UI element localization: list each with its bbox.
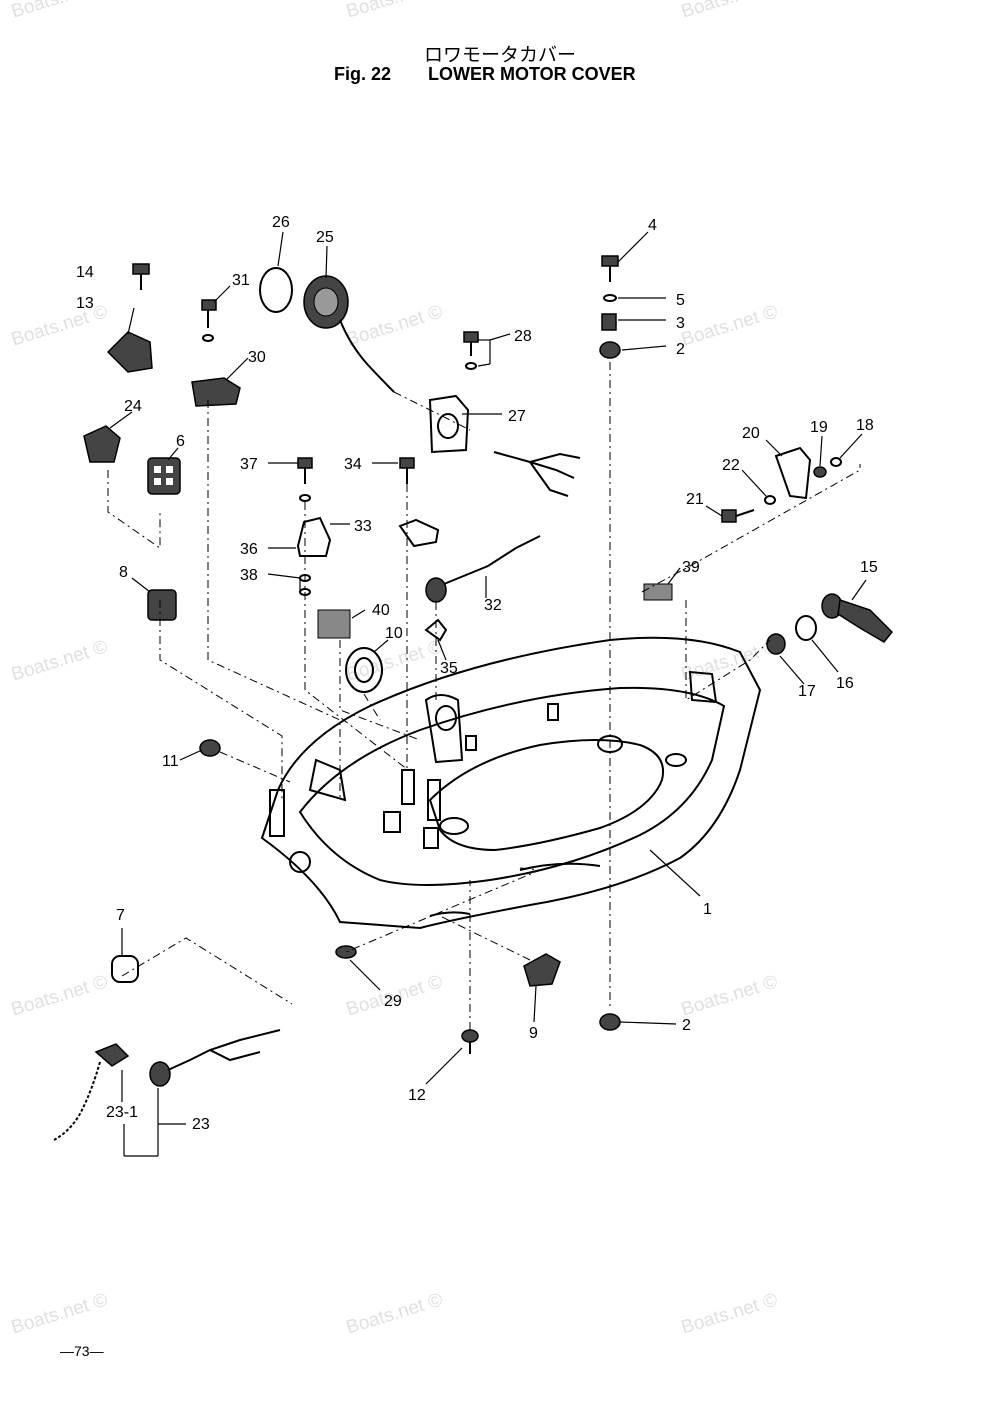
callout-31: 31	[232, 272, 250, 289]
part-25-grommet-illustration	[303, 275, 395, 393]
callout-14: 14	[76, 264, 94, 281]
callout-2-lower: 2	[682, 1017, 691, 1034]
callout-11: 11	[162, 753, 179, 770]
callout-23-1: 23-1	[106, 1104, 138, 1121]
callout-28: 28	[514, 328, 532, 345]
callout-19: 19	[810, 419, 828, 436]
callout-26: 26	[272, 214, 290, 231]
part-11-plug-illustration	[199, 739, 221, 757]
part-7-plug-illustration	[111, 955, 139, 983]
part-29-clip-illustration	[335, 945, 357, 959]
part-5-washer-illustration	[603, 294, 617, 302]
figure-title: LOWER MOTOR COVER	[428, 64, 636, 84]
part-15-lever-illustration	[821, 593, 894, 643]
part-2-grommet-illustration	[599, 341, 621, 359]
part-28-bolt-illustration	[463, 331, 479, 370]
part-21-bolt-illustration	[721, 509, 755, 523]
part-9-cover-illustration	[523, 953, 561, 987]
callout-18: 18	[856, 417, 874, 434]
part-13-bracket-illustration	[106, 331, 153, 373]
part-40-label-illustration	[317, 609, 351, 639]
callout-16: 16	[836, 675, 854, 692]
part-30-clamp-illustration	[191, 377, 241, 407]
callout-17: 17	[798, 683, 816, 700]
callout-20: 20	[742, 425, 760, 442]
callout-39: 39	[682, 559, 700, 576]
part-14-bolt-illustration	[132, 263, 150, 290]
callout-4: 4	[648, 217, 657, 234]
assembly-lines	[107, 362, 861, 1030]
part-2-lower-grommet-illustration	[599, 1013, 621, 1031]
part-36-bracket-illustration	[296, 516, 332, 557]
callout-32: 32	[484, 597, 502, 614]
part-19-nut-illustration	[813, 466, 827, 478]
callout-2-upper: 2	[676, 341, 685, 358]
part-8-connector-illustration	[147, 589, 177, 621]
callout-10: 10	[385, 625, 403, 642]
part-3-collar-illustration	[601, 313, 617, 331]
part-6-connector-illustration	[147, 457, 181, 495]
part-23-1-lanyard-illustration	[53, 1043, 130, 1141]
callout-12: 12	[408, 1087, 426, 1104]
callout-23: 23	[192, 1116, 210, 1133]
callout-21: 21	[686, 491, 704, 508]
part-27-grommet-plate-illustration	[428, 394, 470, 454]
callout-13: 13	[76, 295, 94, 312]
part-16-washer-illustration	[795, 615, 817, 641]
callout-38: 38	[240, 567, 258, 584]
callout-15: 15	[860, 559, 878, 576]
part-10-grommet-illustration	[345, 647, 383, 693]
part-20-bracket-illustration	[774, 446, 812, 500]
part-23-stop-switch-illustration	[149, 1029, 281, 1087]
callout-22: 22	[722, 457, 740, 474]
callout-37: 37	[240, 456, 258, 473]
callout-27: 27	[508, 408, 526, 425]
callout-40: 40	[372, 602, 390, 619]
callout-33: 33	[354, 518, 372, 535]
callout-6: 6	[176, 433, 185, 450]
wire-harness-illustration	[493, 451, 581, 497]
part-31-bolt-illustration	[201, 299, 217, 342]
part-22-washer-illustration	[764, 495, 776, 505]
part-34-bolt-illustration	[399, 457, 415, 484]
callout-30: 30	[248, 349, 266, 366]
callout-25: 25	[316, 229, 334, 246]
callout-9: 9	[529, 1025, 538, 1042]
part-32-switch-illustration	[425, 535, 541, 603]
callout-35: 35	[440, 660, 458, 677]
callout-36: 36	[240, 541, 258, 558]
callout-34: 34	[344, 456, 362, 473]
part-26-ring-illustration	[259, 267, 293, 313]
page-number: —73—	[60, 1343, 104, 1359]
callout-24: 24	[124, 398, 142, 415]
callout-29: 29	[384, 993, 402, 1010]
leader-lines	[109, 231, 867, 1157]
part-12-screw-illustration	[461, 1029, 479, 1054]
figure-title-japanese: ロワモータカバー	[423, 44, 576, 66]
part-17-collar-illustration	[766, 633, 786, 655]
part-4-bolt-illustration	[601, 255, 619, 282]
part-39-label-illustration	[643, 583, 673, 601]
callout-8: 8	[119, 564, 128, 581]
figure-number: Fig. 22	[334, 64, 392, 84]
part-37-bolt-illustration	[297, 457, 313, 502]
callout-3: 3	[676, 315, 685, 332]
part-33-bracket-illustration	[398, 518, 440, 548]
part-18-washer-illustration	[830, 457, 842, 467]
callout-7: 7	[116, 907, 125, 924]
lower-motor-cover-illustration	[260, 636, 762, 930]
part-24-connector-illustration	[83, 425, 121, 463]
callout-5: 5	[676, 292, 685, 309]
part-35-clip-illustration	[424, 618, 448, 642]
callout-labels: 1 2 2 3 4 5 6 7 8 9 10 11 12 13 14 15 16…	[76, 214, 878, 1133]
callout-1: 1	[703, 901, 712, 918]
